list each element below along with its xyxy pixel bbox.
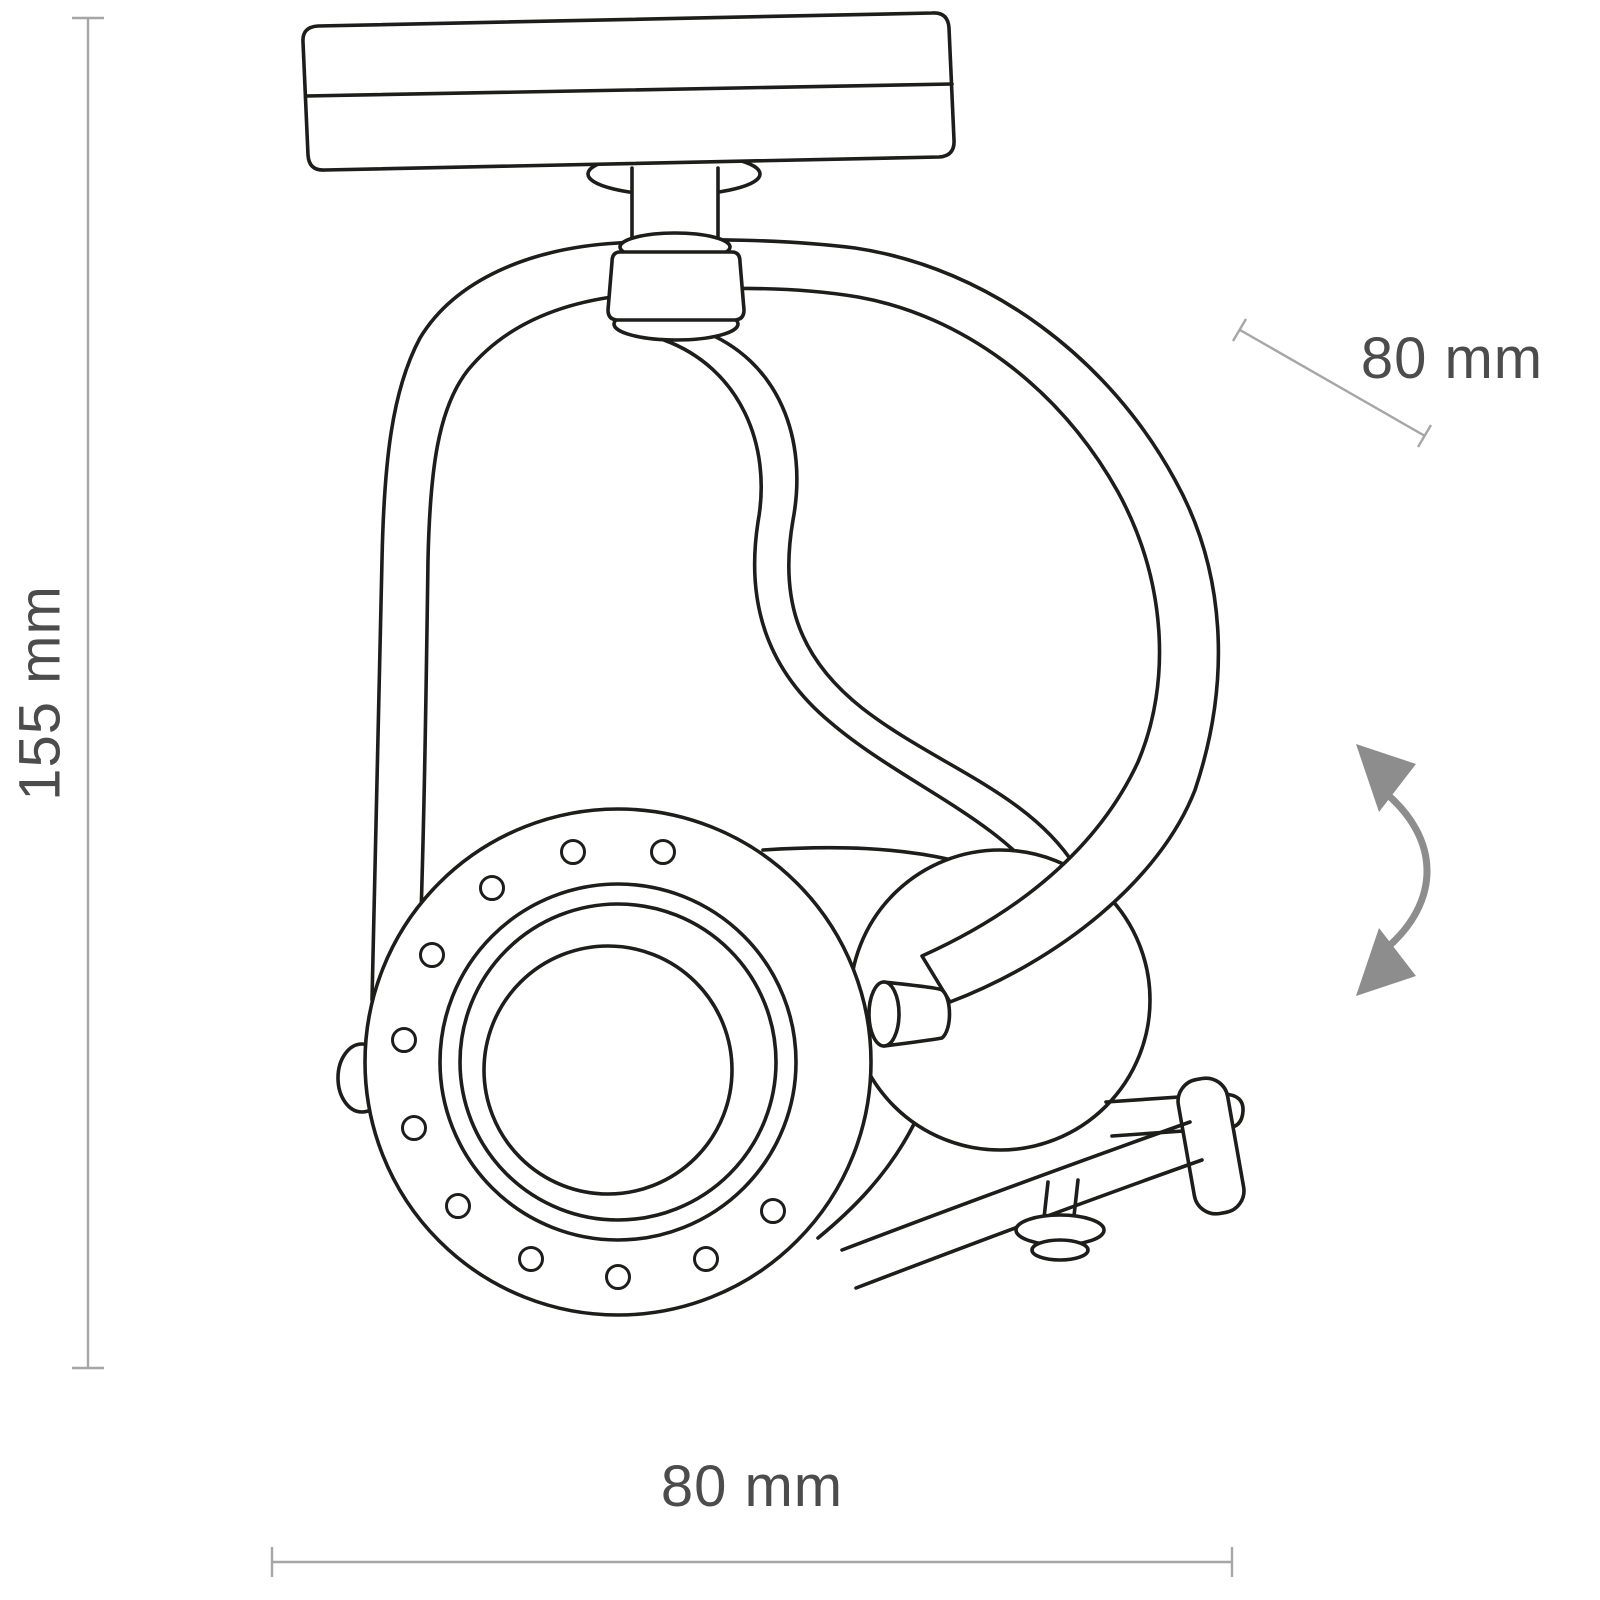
rim-hole xyxy=(693,1246,719,1272)
yoke-bracket xyxy=(370,238,1221,1004)
clamp-arm-top xyxy=(840,1120,1192,1252)
width-dimension-label: 80 mm xyxy=(661,1454,843,1519)
clamp-bracket xyxy=(1176,1076,1246,1216)
rotation-arrow-icon xyxy=(1356,744,1431,996)
mounting-clamp xyxy=(840,1076,1246,1290)
depth-dimension-label: 80 mm xyxy=(1361,326,1543,391)
depth-dimension-line xyxy=(1239,328,1426,438)
joint-block xyxy=(606,250,746,322)
rim-hole xyxy=(560,839,586,865)
lens-glass xyxy=(482,944,734,1196)
height-dimension: 155 mm xyxy=(8,16,104,1370)
rim-hole xyxy=(605,1264,631,1290)
body-top-edge xyxy=(761,845,954,862)
rim-hole xyxy=(391,1027,417,1053)
depth-dimension-tick-start xyxy=(1231,318,1248,342)
rim-holes xyxy=(391,839,786,1290)
pivot-pin-cap xyxy=(867,980,901,1048)
pivot-pin xyxy=(867,980,952,1048)
track-adapter xyxy=(301,11,956,172)
screw-head-base xyxy=(1030,1238,1090,1262)
width-dimension: 80 mm xyxy=(270,1454,1234,1577)
rotation-arrow-head-top xyxy=(1356,744,1416,812)
rim-hole xyxy=(518,1246,544,1272)
cable-line-inner xyxy=(662,338,1048,888)
adjustment-screw xyxy=(1014,1178,1106,1262)
rim-hole xyxy=(650,839,676,865)
height-dimension-label: 155 mm xyxy=(8,585,73,801)
rim-hole xyxy=(401,1115,427,1141)
stem-body-fill xyxy=(632,162,718,246)
screw-stem-right xyxy=(1072,1178,1080,1218)
lamp-head xyxy=(363,807,873,1317)
rim-hole xyxy=(445,1193,471,1219)
screw-stem-left xyxy=(1042,1180,1050,1220)
head-ring-inner xyxy=(438,882,798,1242)
body-bottom-edge xyxy=(816,1122,916,1240)
rotation-arrow-head-bottom xyxy=(1356,928,1416,996)
rotation-arrow-arc xyxy=(1378,786,1431,956)
rim-hole xyxy=(479,875,505,901)
depth-dimension: 80 mm xyxy=(1231,318,1543,448)
track-bar-fold-edge xyxy=(304,82,954,98)
head-bevel xyxy=(458,902,778,1222)
rim-hole xyxy=(419,942,445,968)
cable-line-outer xyxy=(698,328,1077,868)
spotlight-fixture xyxy=(301,11,1246,1317)
power-cable xyxy=(662,328,1077,888)
depth-dimension-tick-end xyxy=(1416,424,1433,448)
rim-hole xyxy=(760,1198,786,1224)
